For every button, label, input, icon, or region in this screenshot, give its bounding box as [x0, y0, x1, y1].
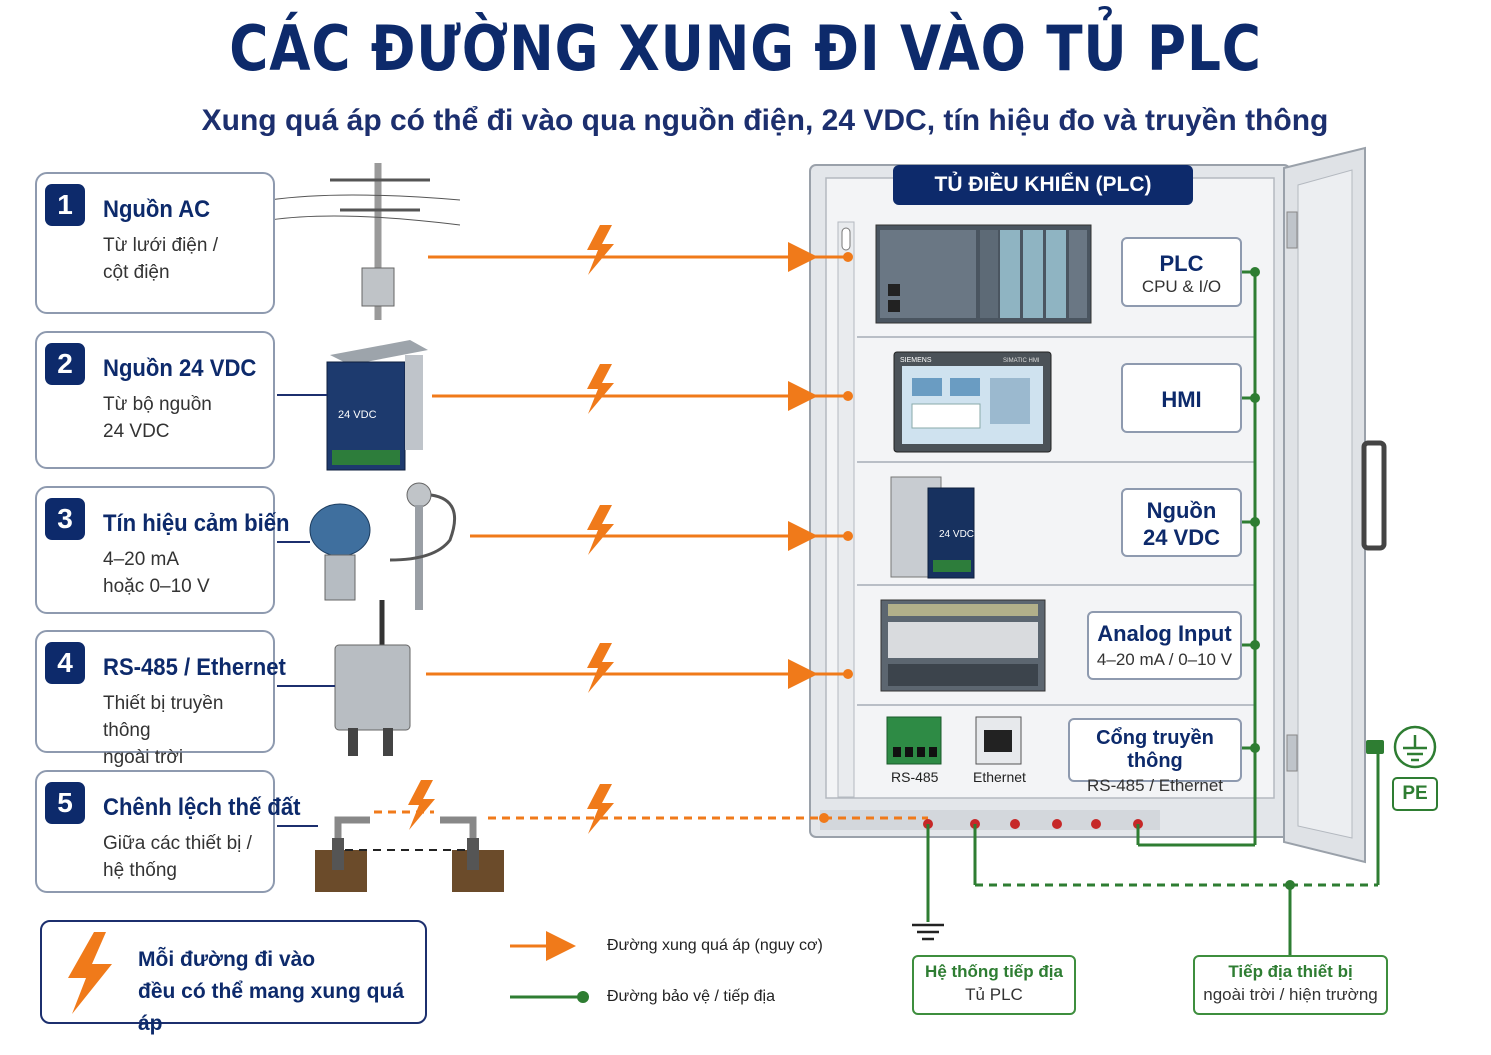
legend-note-box: Mỗi đường đi vào đều có thể mang xung qu… [40, 920, 427, 1035]
source-card-4: 4 RS-485 / Ethernet Thiết bị truyền thôn… [35, 630, 286, 768]
rs485-port-illustration [886, 716, 942, 765]
sensor-illustration [309, 482, 457, 610]
source-card-2: 2 Nguồn 24 VDC Từ bộ nguồn 24 VDC [35, 331, 275, 469]
psu-24vdc-illustration [326, 340, 428, 471]
source-psu-label: 24 VDC [338, 409, 377, 421]
ground-box-title: Hệ thống tiếp địa [925, 962, 1063, 981]
legend-surge-label: Đường xung quá áp (nguy cơ) [607, 937, 823, 954]
source-number: 3 [45, 498, 85, 540]
source-description: Từ lưới điện / cột điện [103, 235, 218, 283]
source-title: RS-485 / Ethernet [103, 654, 286, 681]
source-title: Tín hiệu cảm biến [103, 510, 290, 537]
pe-ground-icon [1393, 725, 1437, 769]
ground-box-subtitle: ngoài trời / hiện trường [1203, 985, 1378, 1004]
source-title: Nguồn AC [103, 196, 211, 223]
surge-points [819, 252, 853, 823]
module-title: Analog Input [1097, 621, 1232, 646]
lightning-icon [68, 932, 112, 1014]
source-card-3: 3 Tín hiệu cảm biến 4–20 mA hoặc 0–10 V [35, 486, 289, 614]
source-card-1: 1 Nguồn AC Từ lưới điện / cột điện [35, 172, 275, 314]
module-title: Cổng truyền thông [1096, 727, 1214, 772]
source-description: Từ bộ nguồn 24 VDC [103, 394, 212, 442]
module-subtitle: RS-485 / Ethernet [1086, 776, 1224, 795]
source-description: Thiết bị truyền thông ngoài trời [103, 693, 224, 768]
source-number: 5 [45, 782, 85, 824]
ground-box-title: Tiếp địa thiết bị [1228, 962, 1353, 981]
module-title: PLC [1159, 251, 1204, 276]
ground-rod-right-illustration [440, 816, 504, 892]
field-ground-box: Tiếp địa thiết bị ngoài trời / hiện trườ… [1193, 955, 1388, 1015]
cabinet-label: TỦ ĐIỀU KHIỂN (PLC) [893, 165, 1193, 205]
cabinet-psu-label: 24 VDC [939, 529, 974, 540]
source-title: Nguồn 24 VDC [103, 355, 257, 382]
cabinet-ground-box: Hệ thống tiếp địa Tủ PLC [912, 955, 1076, 1015]
source-number: 4 [45, 642, 85, 684]
ground-box-subtitle: Tủ PLC [965, 985, 1023, 1004]
source-number: 1 [45, 184, 85, 226]
source-number: 2 [45, 343, 85, 385]
legend-ground-label: Đường bảo vệ / tiếp địa [607, 988, 775, 1005]
cabinet-power-supply-illustration [890, 476, 975, 579]
module-box-psu: Nguồn 24 VDC [1121, 488, 1242, 557]
source-card-5: 5 Chênh lệch thế đất Giữa các thiết bị /… [35, 770, 301, 893]
source-title: Chênh lệch thế đất [103, 794, 301, 821]
surge-lightning-icons [408, 225, 614, 834]
power-pole-illustration [269, 163, 461, 320]
module-box-analog-input: Analog Input 4–20 mA / 0–10 V [1087, 611, 1242, 680]
module-subtitle: CPU & I/O [1141, 277, 1222, 296]
ground-rod-left-illustration [315, 816, 370, 892]
comm-device-illustration [334, 600, 411, 756]
cabinet-door [1283, 146, 1387, 864]
hmi-model-text: SIMATIC HMI [1003, 358, 1040, 364]
page-subtitle: Xung quá áp có thể đi vào qua nguồn điện… [201, 104, 1329, 137]
pe-label: PE [1402, 783, 1428, 804]
module-box-hmi: HMI [1121, 363, 1242, 433]
analog-input-illustration [880, 599, 1046, 692]
module-box-plc: PLC CPU & I/O [1121, 237, 1242, 307]
bottom-terminals [923, 819, 1143, 829]
module-box-comm: Cổng truyền thông RS-485 / Ethernet [1068, 718, 1242, 795]
source-description: Giữa các thiết bị / hệ thống [103, 833, 252, 881]
page-title: CÁC ĐƯỜNG XUNG ĐI VÀO TỦ PLC [229, 12, 1262, 85]
plc-rack-illustration [875, 224, 1092, 324]
ethernet-port-label: Ethernet [973, 769, 1026, 785]
hmi-brand-text: SIEMENS [900, 357, 932, 364]
hmi-illustration [893, 351, 1052, 453]
source-description: 4–20 mA hoặc 0–10 V [103, 549, 210, 597]
ethernet-port-illustration [975, 716, 1022, 765]
module-title: Nguồn 24 VDC [1142, 498, 1221, 550]
legend-note-text: Mỗi đường đi vào đều có thể mang xung qu… [138, 948, 405, 1035]
module-title: HMI [1161, 387, 1202, 412]
ground-symbol [912, 923, 944, 941]
rs485-port-label: RS-485 [891, 769, 939, 785]
module-subtitle: 4–20 mA / 0–10 V [1096, 650, 1233, 669]
